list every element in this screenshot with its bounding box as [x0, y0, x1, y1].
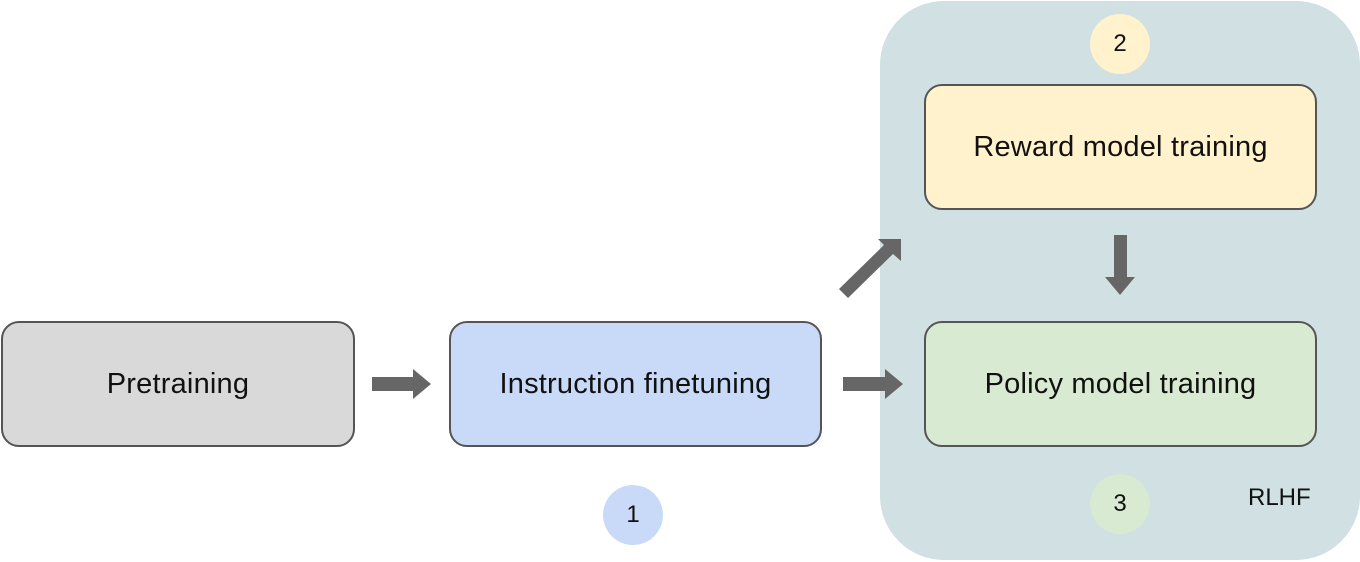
step-badge-2-number: 2 [1113, 30, 1127, 57]
pretraining-box: Pretraining [1, 321, 355, 447]
step-badge-3: 3 [1090, 474, 1150, 534]
arrow-reward-to-policy [1105, 235, 1135, 295]
reward-model-training-box: Reward model training [924, 84, 1317, 210]
instruction-finetuning-label: Instruction finetuning [499, 367, 772, 400]
arrow-pretraining-to-instruction [372, 369, 431, 399]
reward-model-training-label: Reward model training [973, 130, 1268, 163]
step-badge-1: 1 [603, 485, 663, 545]
rlhf-label: RLHF [1248, 484, 1311, 511]
policy-model-training-box: Policy model training [924, 321, 1317, 447]
instruction-finetuning-box: Instruction finetuning [449, 321, 822, 447]
step-badge-3-number: 3 [1113, 490, 1127, 517]
step-badge-1-number: 1 [626, 501, 640, 528]
pretraining-label: Pretraining [106, 367, 250, 400]
policy-model-training-label: Policy model training [984, 367, 1257, 400]
arrow-instruction-to-reward [839, 239, 901, 298]
arrow-instruction-to-policy [843, 369, 903, 399]
step-badge-2: 2 [1090, 14, 1150, 74]
